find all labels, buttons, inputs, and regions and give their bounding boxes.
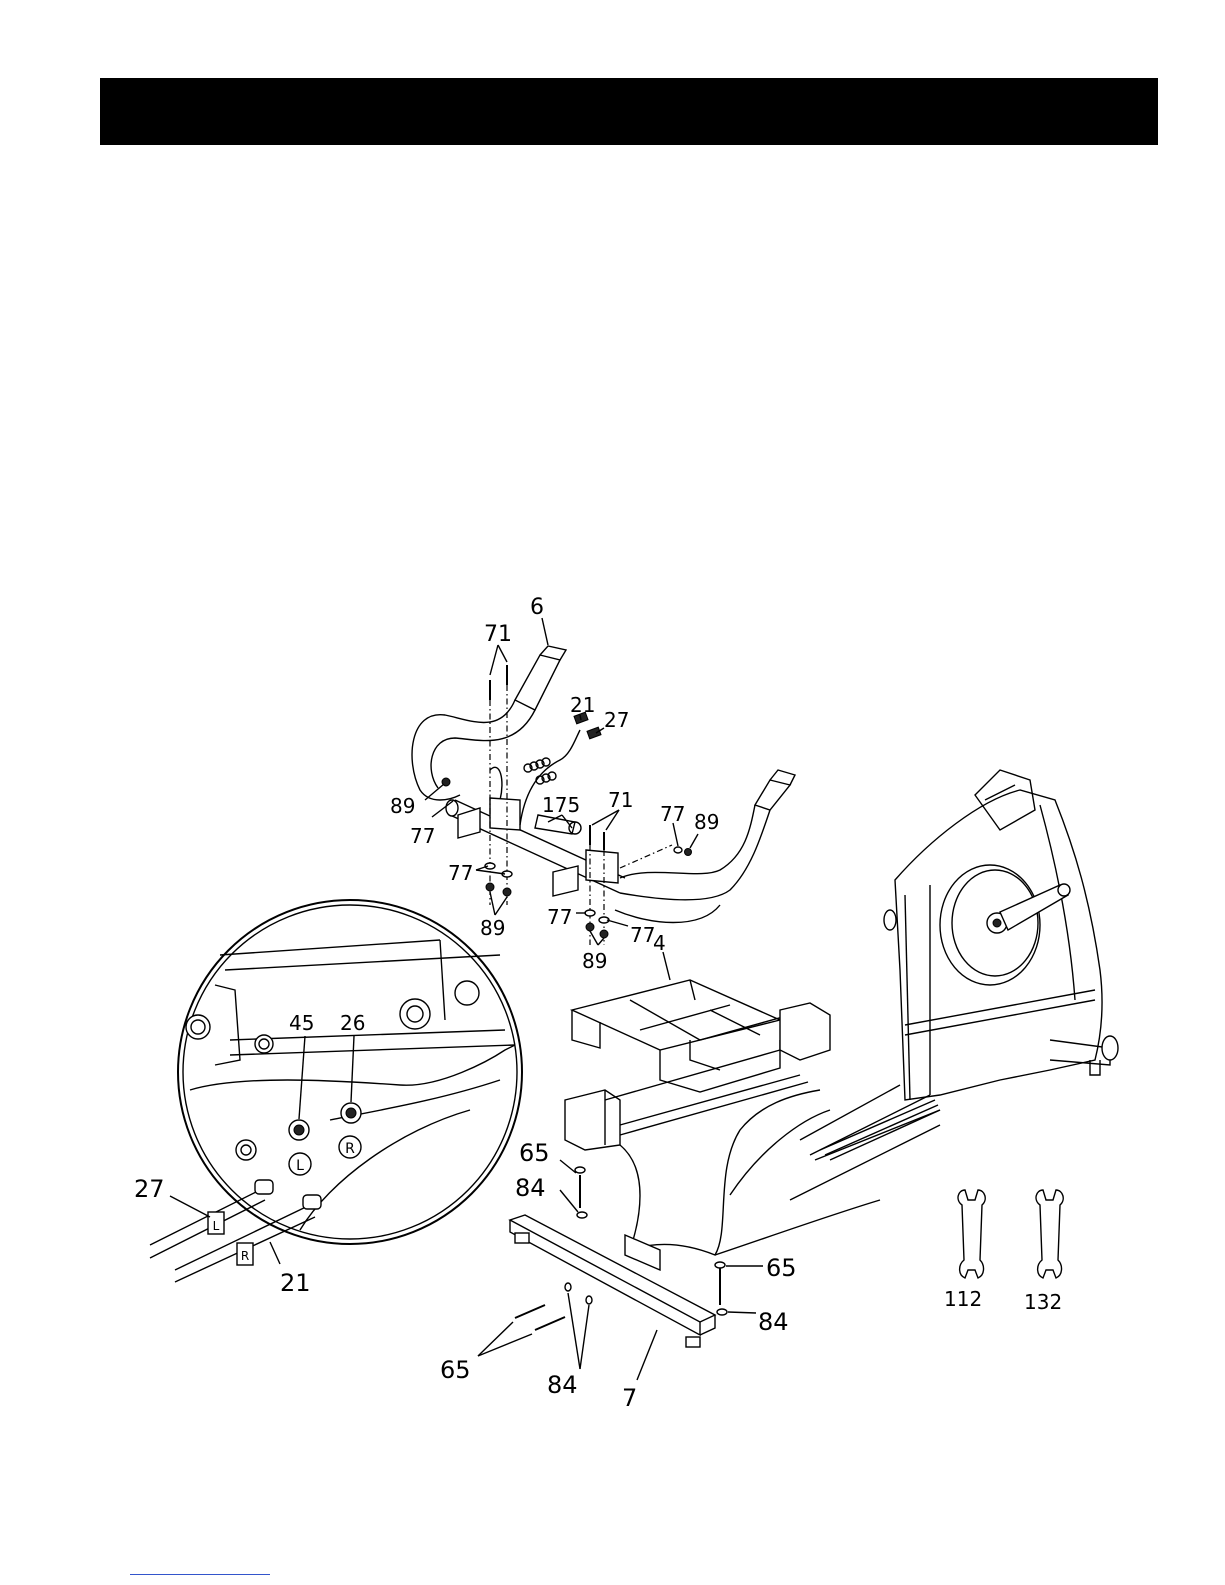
label-89-nuts-right: 89 [582,949,607,973]
label-77-left: 77 [410,824,435,848]
label-84-top: 84 [515,1174,546,1202]
detail-view: L R L R [150,900,522,1282]
label-71-right: 71 [608,788,633,812]
marking-L: L [296,1158,304,1174]
label-4: 4 [653,931,666,955]
label-27: 27 [134,1175,165,1203]
footer-link-underline [130,1574,270,1575]
flywheel-housing [884,770,1118,1100]
label-77-right: 77 [660,802,685,826]
label-132: 132 [1024,1290,1062,1314]
label-89-nuts-left: 89 [480,916,505,940]
label-21: 21 [280,1269,311,1297]
label-21-top: 21 [570,693,595,717]
label-65-right: 65 [766,1254,797,1282]
label-27-top: 27 [604,708,629,732]
label-65-bottom: 65 [440,1356,471,1384]
label-77-washer-b: 77 [630,923,655,947]
label-7: 7 [622,1384,637,1412]
tag-L: L [213,1219,220,1233]
main-frame [565,980,940,1255]
label-84-bottom: 84 [547,1371,578,1399]
label-6: 6 [530,595,544,620]
label-77-washer-a: 77 [547,905,572,929]
tag-R: R [241,1249,249,1263]
label-84-right: 84 [758,1308,789,1336]
label-89-left: 89 [390,794,415,818]
label-26: 26 [340,1011,365,1035]
label-45: 45 [289,1011,314,1035]
marking-R: R [345,1141,355,1157]
label-71-left: 71 [484,622,512,647]
label-77-washers-left: 77 [448,861,473,885]
label-112: 112 [944,1287,982,1311]
wrench-132-icon [1036,1190,1063,1278]
label-175: 175 [542,793,580,817]
label-89-right: 89 [694,810,719,834]
wrench-112-icon [958,1190,985,1278]
label-65-top: 65 [519,1139,550,1167]
